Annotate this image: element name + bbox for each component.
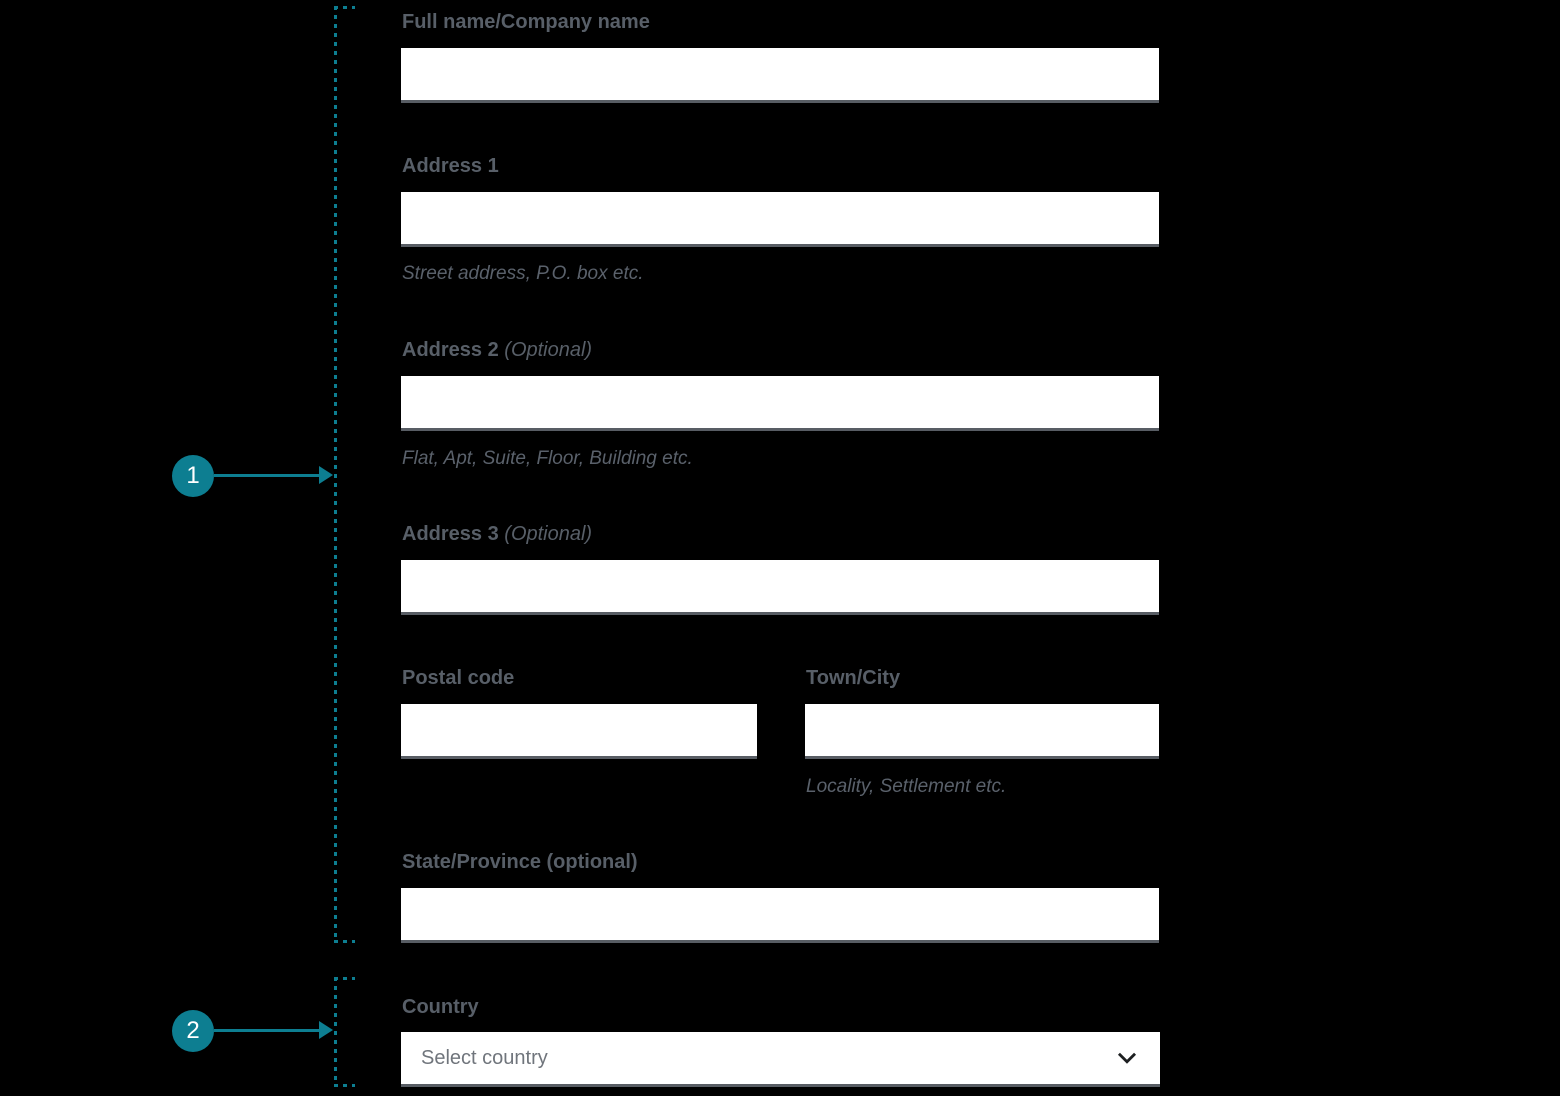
annotation-marker-2-number: 2: [186, 1017, 200, 1044]
full-name-input[interactable]: [401, 48, 1159, 103]
section2-bracket-line: [334, 977, 337, 1087]
address2-input[interactable]: [401, 376, 1159, 431]
address2-helper-text: Flat, Apt, Suite, Floor, Building etc.: [402, 448, 693, 469]
state-province-input[interactable]: [401, 888, 1159, 943]
address3-label: Address 3 (Optional): [402, 523, 593, 545]
annotation-marker-1: 1: [172, 455, 214, 497]
address1-label: Address 1: [402, 155, 499, 177]
annotation-arrow-1-head: [319, 466, 333, 484]
full-name-label: Full name/Company name: [402, 11, 650, 33]
address3-optional-tag: (Optional): [504, 523, 593, 545]
town-city-helper-text: Locality, Settlement etc.: [806, 776, 1007, 797]
town-city-label: Town/City: [806, 667, 901, 689]
address2-label: Address 2 (Optional): [402, 339, 593, 361]
section2-bracket-top-tick: [334, 977, 355, 980]
address1-helper-text: Street address, P.O. box etc.: [402, 263, 644, 284]
country-label: Country: [402, 996, 479, 1018]
section1-bracket-bottom-tick: [334, 940, 355, 943]
annotation-marker-1-number: 1: [186, 462, 200, 489]
annotation-arrow-2-line: [214, 1029, 320, 1032]
address1-input[interactable]: [401, 192, 1159, 247]
country-select-value: Select country: [421, 1046, 548, 1069]
annotation-arrow-2-head: [319, 1021, 333, 1039]
section1-bracket-line: [334, 6, 337, 943]
chevron-down-icon: [1114, 1045, 1140, 1071]
postal-code-label: Postal code: [402, 667, 515, 689]
postal-code-input[interactable]: [401, 704, 757, 759]
annotation-marker-2: 2: [172, 1010, 214, 1052]
state-province-label: State/Province (optional): [402, 851, 638, 873]
section1-bracket-top-tick: [334, 6, 355, 9]
country-select[interactable]: Select country: [401, 1032, 1160, 1087]
address3-input[interactable]: [401, 560, 1159, 615]
town-city-input[interactable]: [805, 704, 1159, 759]
annotation-arrow-1-line: [214, 474, 320, 477]
section2-bracket-bottom-tick: [334, 1084, 355, 1087]
address2-optional-tag: (Optional): [504, 339, 593, 361]
